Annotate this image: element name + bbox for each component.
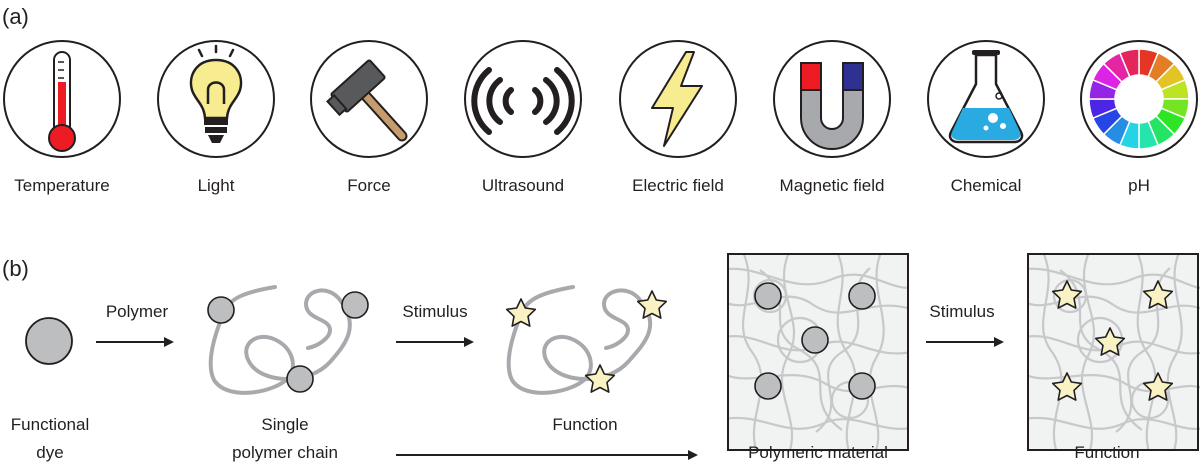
color-wheel-icon (1088, 48, 1190, 150)
light-bulb-icon (189, 44, 243, 143)
arrow-stimulus-2-label: Stimulus (929, 302, 994, 321)
stimulus-label-temperature: Temperature (14, 176, 109, 195)
ph-stimulus: pH (1080, 40, 1198, 195)
panel-a-label: (a) (2, 4, 29, 29)
dye-in-material (801, 326, 829, 354)
panel-b-label: (b) (2, 256, 29, 281)
force-stimulus: Force (310, 40, 428, 195)
dye-on-chain (207, 296, 235, 324)
function-label-2: Function (1074, 443, 1139, 462)
stimulus-label-force: Force (347, 176, 390, 195)
dye-in-material (848, 372, 876, 400)
temperature-stimulus: Temperature (3, 40, 121, 195)
horseshoe-magnet-icon (800, 62, 864, 150)
polymeric-material-box (727, 253, 909, 451)
dye-in-material (848, 282, 876, 310)
magnetic-field-stimulus: Magnetic field (773, 40, 891, 195)
function-material-box (1027, 253, 1200, 451)
hammer-icon (326, 59, 408, 142)
material-label: Polymeric material (748, 443, 888, 462)
thermometer-icon (48, 51, 76, 152)
stimulus-label-magnetic-field: Magnetic field (780, 176, 885, 195)
single-polymer-chain (207, 285, 369, 395)
color-wheel-segment (1118, 48, 1140, 78)
dye-label-line1: Functional (11, 415, 89, 434)
stimulus-label-electric-field: Electric field (632, 176, 724, 195)
electric-field-stimulus: Electric field (619, 40, 737, 195)
stimulus-label-ultrasound: Ultrasound (482, 176, 564, 195)
functional-dye (25, 317, 73, 365)
chemical-stimulus: Chemical (927, 40, 1045, 195)
dye-label-line2: dye (36, 443, 63, 462)
light-stimulus: Light (157, 40, 275, 195)
stimulus-label-ph: pH (1128, 176, 1150, 195)
stimulus-label-chemical: Chemical (951, 176, 1022, 195)
dye-in-material (754, 372, 782, 400)
flask-icon (948, 50, 1024, 144)
dye-in-material (754, 282, 782, 310)
ultrasound-stimulus: Ultrasound (464, 40, 582, 195)
dye-on-chain (341, 291, 369, 319)
function-label-1: Function (552, 415, 617, 434)
sound-waves-icon (471, 67, 575, 135)
arrow-polymer-label: Polymer (106, 302, 169, 321)
lightning-bolt-icon (651, 51, 703, 147)
chain-label-line1: Single (261, 415, 308, 434)
star-on-chain (636, 290, 668, 319)
arrow-stimulus-1-label: Stimulus (402, 302, 467, 321)
chain-label-line2: polymer chain (232, 443, 338, 462)
function-chain (505, 285, 668, 395)
stimulus-label-light: Light (198, 176, 235, 195)
dye-on-chain (286, 365, 314, 393)
